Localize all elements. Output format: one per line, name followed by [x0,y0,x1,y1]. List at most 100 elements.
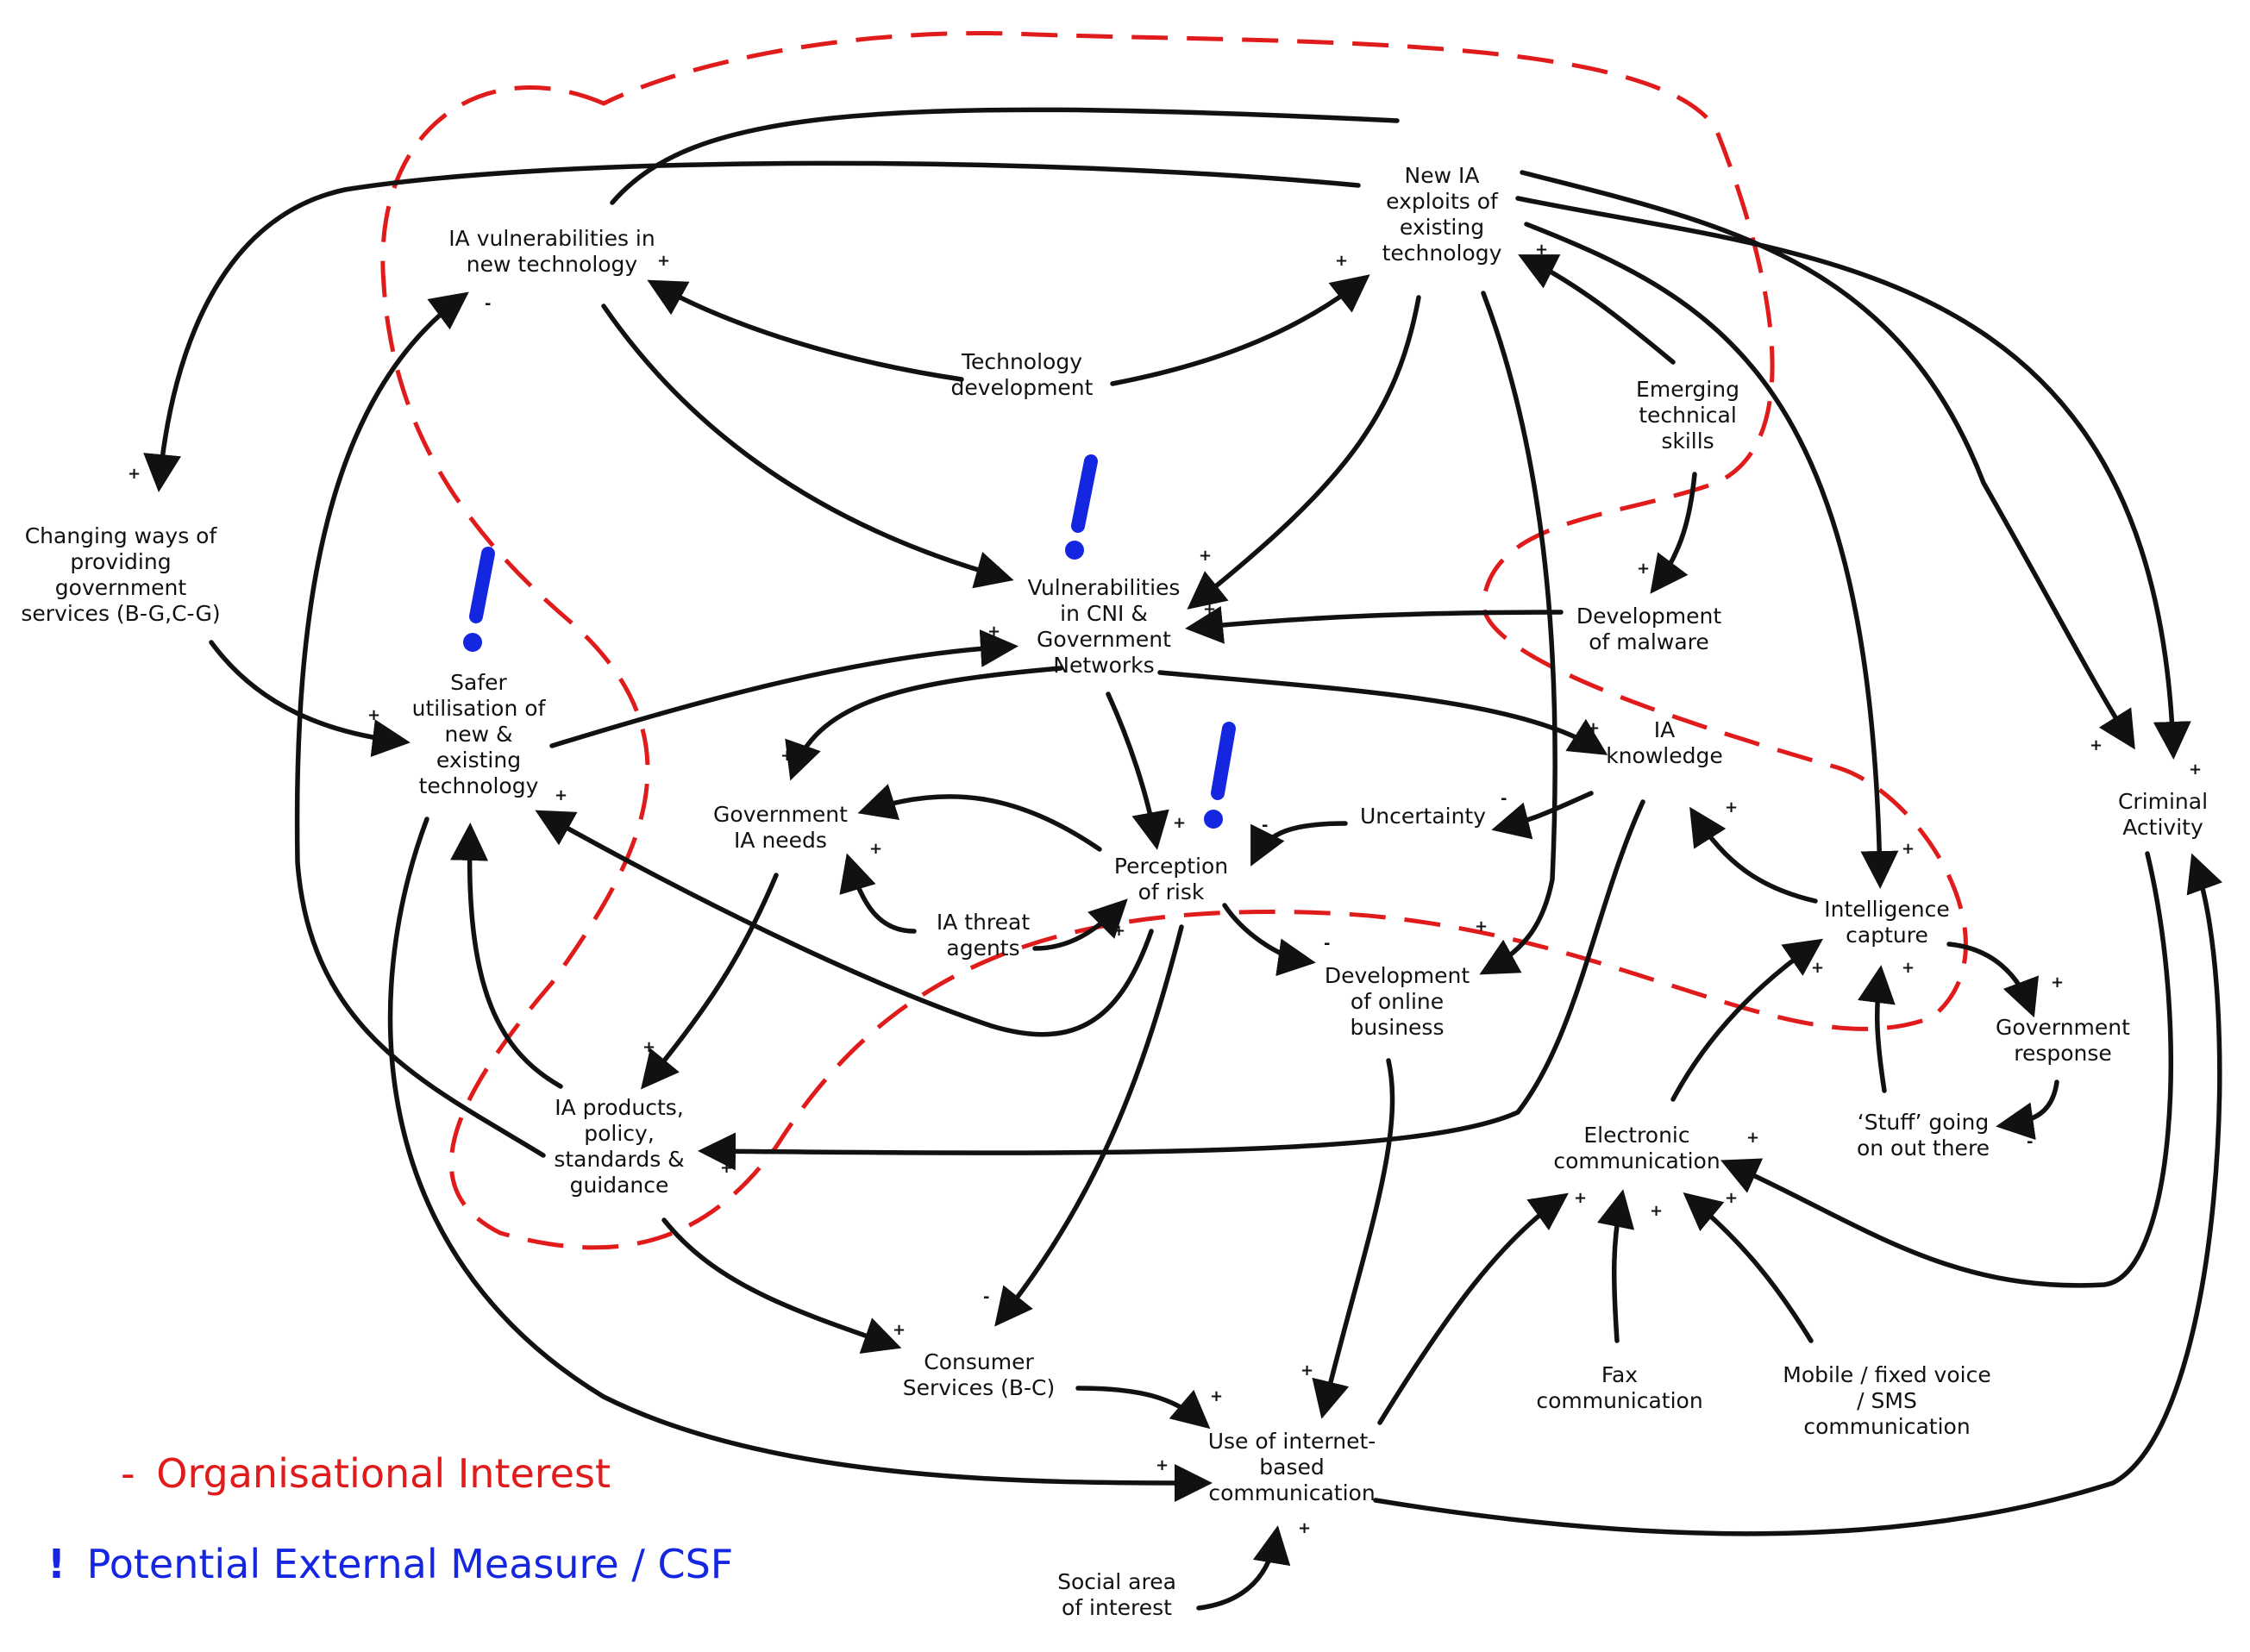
sign-plus: + [2051,973,2064,992]
edge-tech-dev-to-exploits [1110,274,1370,386]
sign-plus: + [367,706,380,724]
node-label-line: Government [1037,627,1171,652]
organisational-interest-boundary [380,30,1968,1250]
node-label-line: utilisation of [412,696,547,721]
node-label-line: IA vulnerabilities in [448,226,655,251]
edge-fax-to-electronic [1596,1189,1635,1343]
sign-plus: + [1199,547,1212,565]
node-label-line: / SMS [1857,1388,1917,1413]
node-label-line: Consumer [924,1349,1034,1374]
sign-plus: + [1112,922,1125,940]
node-label-line: Vulnerabilities [1028,575,1181,600]
node-label-line: based [1259,1455,1324,1480]
sign-plus: + [1475,917,1488,936]
edge-skills-to-exploits [1518,254,1676,365]
node-label-line: of interest [1062,1595,1172,1620]
edge-vuln-cni-to-gov-needs [785,666,1063,781]
node-uncertainty: Uncertainty [1360,804,1486,829]
edge-intelligence-to-gov-response [1946,942,2039,1018]
node-label-line: Technology [961,349,1082,374]
node-label-line: Safer [450,670,507,695]
sign-minus: - [1262,817,1268,835]
edge-perception-to-safer [535,810,1154,1037]
edge-safer-to-use-internet [387,817,1213,1502]
edges [143,107,2222,1611]
sign-plus: + [1725,1189,1738,1207]
sign-plus: + [1156,1456,1169,1474]
edge-vuln-cni-to-knowledge [1157,670,1608,755]
node-label-line: Networks [1053,653,1154,678]
sign-plus: + [1203,600,1216,618]
node-label-line: of online [1351,989,1444,1014]
node-label-line: in CNI & [1060,601,1148,626]
edge-perception-to-gov-needs [857,784,1102,852]
sign-plus: + [1650,1202,1663,1220]
edge-ia-vuln-to-changing-ways [143,160,1361,492]
node-label-line: Activity [2122,815,2203,840]
edge-exploits-to-ia-vuln [610,107,1400,205]
node-label-line: Services (B-C) [903,1375,1056,1400]
edge-perception-to-consumer [994,924,1184,1327]
edge-exploits-to-criminal [1520,170,2135,750]
node-label-line: Mobile / fixed voice [1783,1362,1990,1387]
legend-organisational-interest: - Organisational Interest [121,1450,611,1497]
node-label-line: Government [713,802,848,827]
node-label-line: ‘Stuff’ going [1858,1110,1989,1135]
edge-gov-response-to-stuff [1996,1079,2059,1141]
node-label-line: existing [1400,215,1484,240]
node-label-line: Perception [1114,854,1228,879]
node-label-line: Development [1325,963,1470,988]
sign-minus: - [983,1288,989,1306]
edge-knowledge-to-ia-products [698,799,1645,1171]
sign-plus: + [1335,252,1348,270]
edge-perception-to-online-business [1222,903,1316,977]
sign-plus: + [987,623,1000,641]
edge-skills-to-malware [1650,472,1697,594]
node-label-line: knowledge [1606,743,1723,768]
node-label-line: Changing ways of [25,523,218,548]
node-label-line: services (B-G,C-G) [21,601,220,626]
exclamation-icon: ! [47,1541,66,1587]
node-label-line: policy, [584,1121,655,1146]
exclamation-icon [1065,454,1098,560]
edge-consumer-to-use-internet [1075,1386,1211,1430]
edge-exploits-to-intelligence [1524,222,1899,889]
node-label-line: IA [1654,717,1675,742]
node-label-line: standards & [554,1147,684,1172]
node-label-line: IA needs [734,828,827,853]
sign-plus: + [657,252,670,270]
node-label-line: of malware [1589,629,1709,654]
sign-plus: + [1746,1129,1759,1147]
edge-ia-products-to-ia-vuln [294,291,546,1158]
node-label-line: exploits of [1386,189,1499,214]
sign-plus: + [1637,560,1650,578]
sign-plus: + [869,840,882,858]
edge-use-internet-to-criminal [1373,853,2222,1536]
node-label-line: skills [1661,429,1714,454]
edge-vuln-cni-to-perception [1106,691,1169,850]
edge-knowledge-to-uncertainty [1491,791,1594,840]
sign-minus: - [1324,935,1330,953]
sign-plus: + [1902,840,1915,858]
node-label-line: Use of internet- [1208,1429,1376,1454]
edge-mobile-to-electronic [1683,1192,1814,1343]
exclamation-icon [1204,722,1236,829]
